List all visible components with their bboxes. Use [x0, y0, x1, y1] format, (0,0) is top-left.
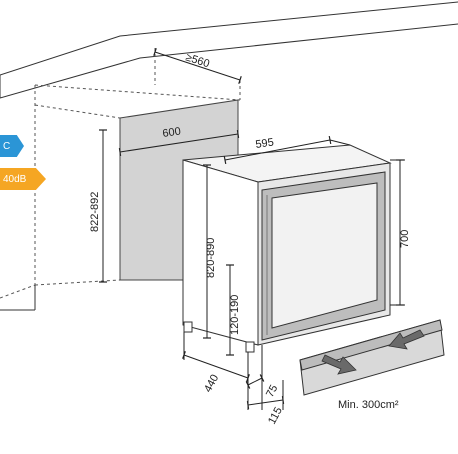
- plinth-height-label: 120-190: [229, 295, 241, 335]
- depth-to-feet-label: 440: [202, 373, 221, 395]
- wine-cooler: [182, 144, 392, 346]
- plinth-offset-label: 75: [264, 383, 280, 399]
- dimension-lines: [99, 48, 405, 410]
- airflow-in-arrow-icon: [388, 329, 425, 350]
- plinth-grille: [299, 319, 445, 396]
- airflow-out-arrow-icon: [321, 354, 357, 375]
- noise-level-badge: 40dB: [0, 168, 46, 190]
- ventilation-area-label: Min. 300cm²: [338, 399, 399, 411]
- noise-level-label: 40dB: [3, 173, 27, 185]
- appliance-feet: [183, 321, 255, 353]
- airflow-arrows: [321, 329, 425, 375]
- front-offset-label: 115: [266, 405, 285, 426]
- countertop-outline: [0, 1, 458, 99]
- niche-width-label: 600: [162, 126, 182, 140]
- appliance-width-label: 595: [255, 137, 275, 151]
- energy-class-label: C: [3, 140, 11, 152]
- appliance-height-label: 820-890: [205, 238, 217, 278]
- door-glass: [271, 182, 378, 329]
- door-height-label: 700: [399, 230, 411, 248]
- energy-class-badge: C: [0, 135, 24, 157]
- niche-depth-label: ≥560: [184, 51, 211, 70]
- niche-height-label: 822-892: [89, 192, 101, 232]
